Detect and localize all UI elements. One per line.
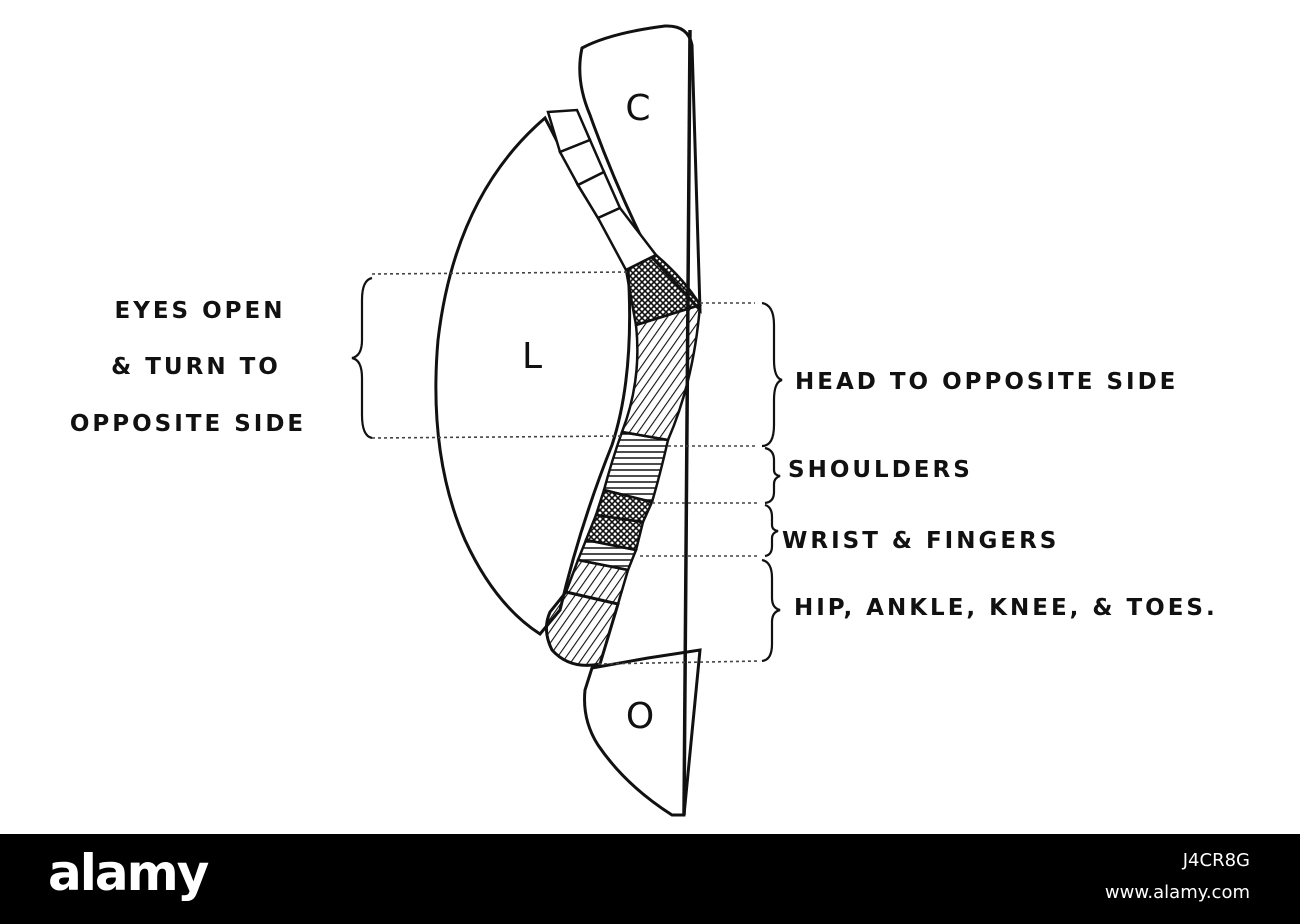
region-o-outline: [583, 648, 702, 817]
alamy-logo: alamy: [48, 844, 209, 902]
braces: [351, 276, 783, 663]
brace-eyes: [351, 276, 373, 440]
guide-lines: [371, 271, 761, 665]
label-wrist: WRIST & FINGERS: [782, 528, 1059, 554]
band-hip-segment-3: [545, 590, 620, 667]
label-shoulders: SHOULDERS: [788, 457, 973, 483]
midline: [682, 29, 692, 816]
region-o-letter: O: [626, 696, 654, 737]
label-eyes-line-3: OPPOSITE SIDE: [70, 411, 306, 437]
label-head: HEAD TO OPPOSITE SIDE: [795, 369, 1178, 395]
label-eyes-line-1: EYES OPEN: [114, 298, 285, 324]
watermark-footer: alamy J4CR8G www.alamy.com: [0, 834, 1300, 924]
brace-hip: [761, 558, 781, 663]
brace-shoulders: [764, 446, 781, 505]
watermark-url: www.alamy.com: [1104, 882, 1250, 903]
brace-wrist: [764, 503, 779, 558]
brain-localization-diagram: C L O EYES OPEN & TURN TO OPPOSITE SIDE …: [70, 24, 1218, 817]
brace-head: [761, 301, 783, 448]
diagram-area: C L O EYES OPEN & TURN TO OPPOSITE SIDE …: [69, 24, 1218, 817]
region-c-letter: C: [625, 88, 650, 129]
label-eyes-line-2: & TURN TO: [111, 354, 281, 380]
region-l-letter: L: [522, 336, 542, 377]
region-c-outline: [578, 24, 702, 315]
label-hip: HIP, ANKLE, KNEE, & TOES.: [794, 595, 1218, 621]
image-id: J4CR8G: [1182, 850, 1250, 871]
